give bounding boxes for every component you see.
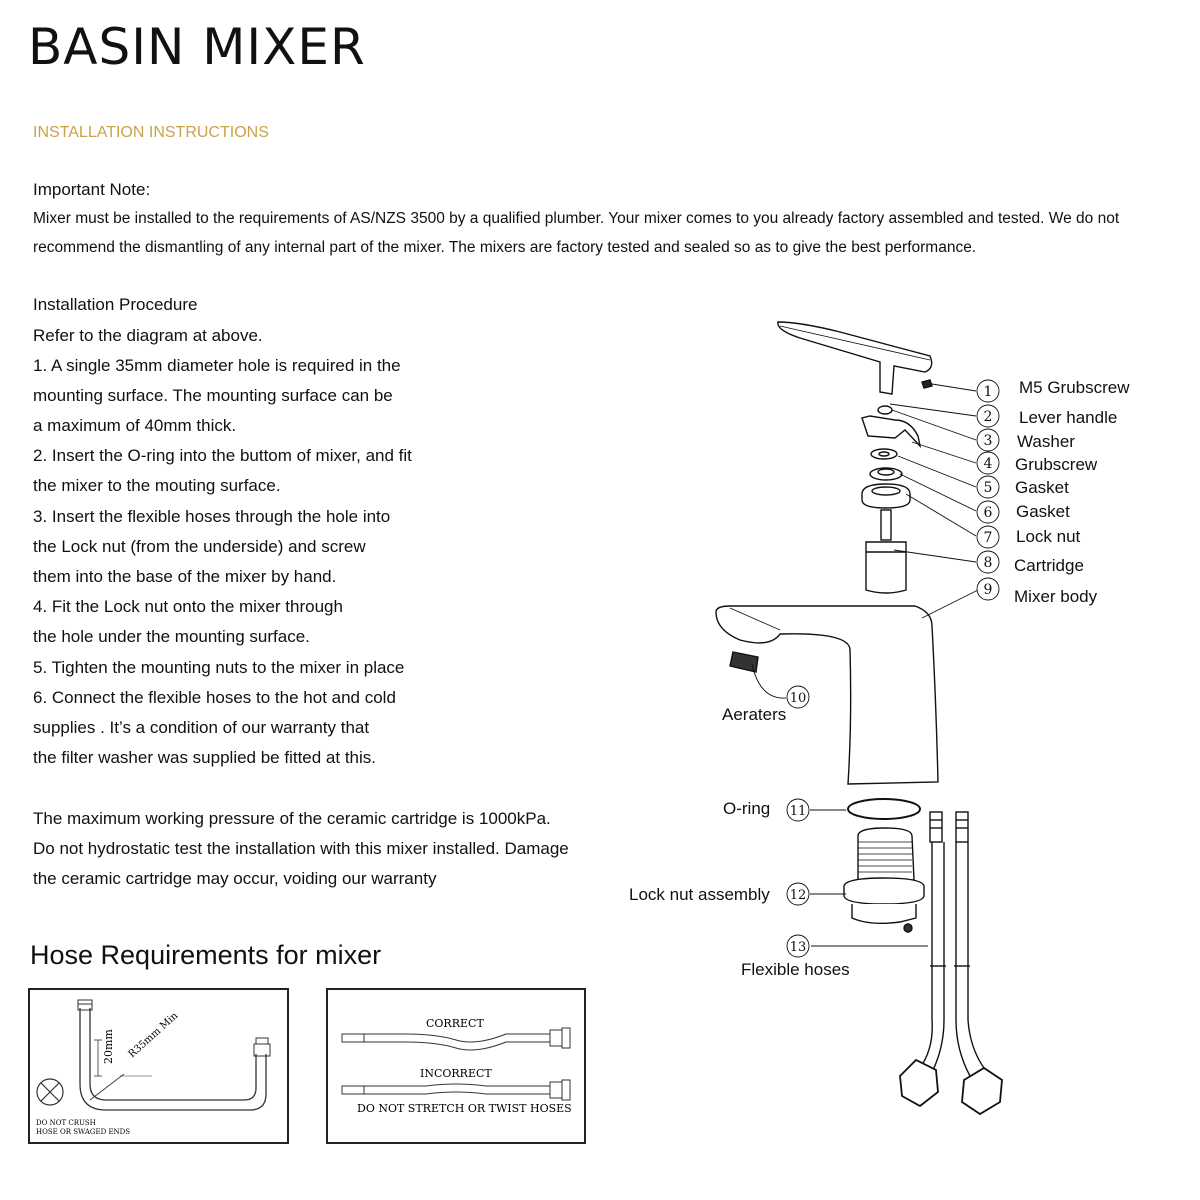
procedure-line: 3. Insert the flexible hoses through the… xyxy=(33,507,391,526)
grubscrew-bracket-part xyxy=(861,415,922,449)
lock-nut-part xyxy=(861,483,911,509)
procedure-line: the Lock nut (from the underside) and sc… xyxy=(33,537,366,556)
flexible-hoses-part xyxy=(899,811,1003,1116)
part-number: 6 xyxy=(984,505,993,521)
pressure-note-line: the ceramic cartridge may occur, voiding… xyxy=(33,869,437,888)
pressure-note-line: Do not hydrostatic test the installation… xyxy=(33,839,569,858)
procedure-line: the mixer to the mouting surface. xyxy=(33,476,281,495)
part-number: 9 xyxy=(984,582,993,598)
stretch-warning-label: DO NOT STRETCH OR TWIST HOSES xyxy=(357,1102,572,1115)
part-label: Lock nut assembly xyxy=(629,885,770,904)
o-ring-part xyxy=(847,798,921,820)
cartridge-part xyxy=(880,509,892,541)
procedure-line: 4. Fit the Lock nut onto the mixer throu… xyxy=(33,597,343,616)
important-note-heading: Important Note: xyxy=(33,180,151,199)
procedure-line: 2. Insert the O-ring into the buttom of … xyxy=(33,446,412,465)
hose-bend-diagram: 20mm R35mm Min DO NOT CRUSH HOSE OR SWAG… xyxy=(28,988,289,1144)
procedure-line: supplies . It’s a condition of our warra… xyxy=(33,718,370,737)
hose-requirements-title: Hose Requirements for mixer xyxy=(30,940,382,970)
part-number: 12 xyxy=(790,888,807,903)
procedure-line: the hole under the mounting surface. xyxy=(33,627,310,646)
hose-correct-incorrect-diagram: CORRECT INCORRECT DO NOT STRETCH OR TWIS… xyxy=(326,988,586,1144)
part-number: 11 xyxy=(790,804,807,819)
important-note-line: recommend the dismantling of any interna… xyxy=(33,239,977,256)
part-number: 8 xyxy=(984,555,993,571)
washer-part xyxy=(877,405,893,415)
part-label: O-ring xyxy=(723,799,771,818)
aerater-part xyxy=(729,651,759,673)
page-title: BASIN MIXER xyxy=(28,18,366,76)
procedure-line: a maximum of 40mm thick. xyxy=(33,416,237,435)
part-label: Washer xyxy=(1017,432,1075,451)
part-label: Flexible hoses xyxy=(741,960,850,979)
procedure-line: 6. Connect the flexible hoses to the hot… xyxy=(33,688,396,707)
part-label: M5 Grubscrew xyxy=(1019,378,1130,397)
part-label: Gasket xyxy=(1016,502,1070,521)
part-number: 4 xyxy=(984,456,993,472)
part-label: Aeraters xyxy=(722,705,787,724)
part-label: Gasket xyxy=(1015,478,1069,497)
part-number: 7 xyxy=(984,530,993,546)
important-note-line: Mixer must be installed to the requireme… xyxy=(33,210,1120,227)
m5-grubscrew-part xyxy=(921,379,933,389)
part-number: 1 xyxy=(984,384,993,400)
bend-dimension-label: 20mm xyxy=(102,1029,115,1064)
part-number: 5 xyxy=(984,480,993,496)
procedure-heading: Installation Procedure xyxy=(33,295,198,314)
part-label: Cartridge xyxy=(1014,556,1084,575)
part-label: Lock nut xyxy=(1016,527,1081,546)
part-number: 10 xyxy=(790,691,807,706)
procedure-line: mounting surface. The mounting surface c… xyxy=(33,386,393,405)
part-label: Grubscrew xyxy=(1015,455,1098,474)
pressure-note-line: The maximum working pressure of the cera… xyxy=(33,809,551,828)
crush-warning-label: DO NOT CRUSH xyxy=(36,1119,96,1127)
part-number: 2 xyxy=(984,409,993,425)
part-number: 3 xyxy=(984,433,993,449)
mixer-body-part xyxy=(715,605,939,785)
exploded-view-diagram: 1 2 3 4 5 6 7 8 9 10 11 12 13 xyxy=(715,321,1003,1116)
part-number: 13 xyxy=(790,940,807,955)
procedure-line: the filter washer was supplied be fitted… xyxy=(33,748,377,767)
procedure-line: them into the base of the mixer by hand. xyxy=(33,567,337,586)
part-label: Mixer body xyxy=(1014,587,1098,606)
incorrect-label: INCORRECT xyxy=(420,1067,492,1080)
crush-warning-label: HOSE OR SWAGED ENDS xyxy=(36,1128,130,1136)
procedure-line: 5. Tighten the mounting nuts to the mixe… xyxy=(33,658,405,677)
lever-handle-part xyxy=(777,321,933,395)
part-label: Lever handle xyxy=(1019,408,1118,427)
procedure-line: 1. A single 35mm diameter hole is requir… xyxy=(33,356,401,375)
procedure-line: Refer to the diagram at above. xyxy=(33,326,263,345)
section-subtitle: INSTALLATION INSTRUCTIONS xyxy=(33,124,269,141)
correct-label: CORRECT xyxy=(426,1017,484,1030)
